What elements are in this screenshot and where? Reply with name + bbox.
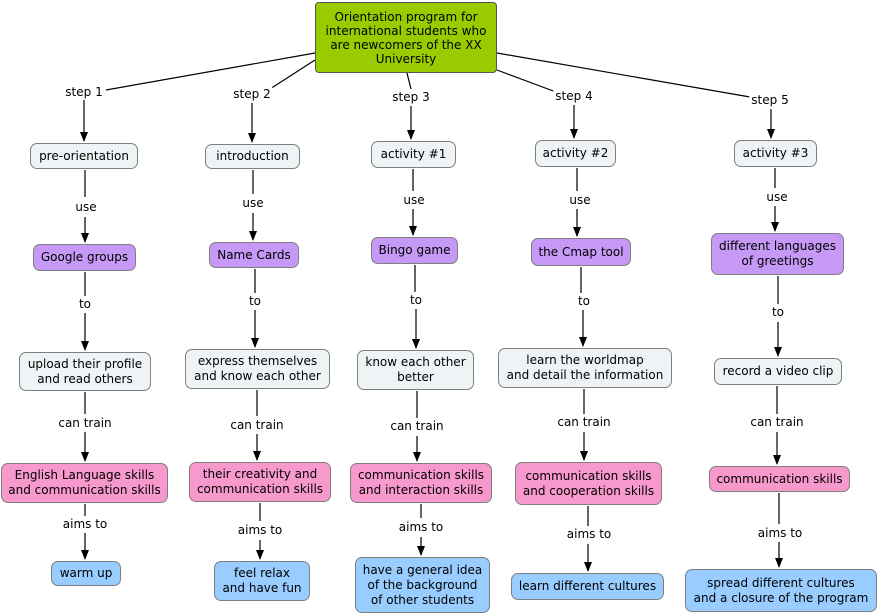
skill-node-step-2[interactable]: their creativity and communication skill… <box>189 462 331 502</box>
activity-text: introduction <box>216 149 289 163</box>
goal-node-step-2[interactable]: express themselves and know each other <box>185 349 330 389</box>
tool-text: Name Cards <box>217 247 291 262</box>
aims-to-link-label-1: aims to <box>60 517 110 531</box>
aims-to-link-label-3: aims to <box>396 520 446 534</box>
use-link-label-5: use <box>764 190 790 204</box>
can-train-link-label-3: can train <box>388 419 446 433</box>
root-topic-node[interactable]: Orientation program for international st… <box>315 2 497 73</box>
tool-text: different languages of greetings <box>719 239 836 268</box>
activity-node-step-4[interactable]: activity #2 <box>535 140 616 167</box>
skill-text: English Language skills and communicatio… <box>8 468 161 497</box>
skill-text: their creativity and communication skill… <box>196 467 324 496</box>
skill-node-step-5[interactable]: communication skills <box>709 466 850 492</box>
aim-node-step-5[interactable]: spread different cultures and a closure … <box>685 569 877 612</box>
can-train-link-label-4: can train <box>555 415 613 429</box>
to-link-label-3: to <box>407 293 425 307</box>
can-train-link-label-2: can train <box>228 418 286 432</box>
skill-text: communication skills and cooperation ski… <box>522 468 655 498</box>
aims-to-link-label-4: aims to <box>564 527 614 541</box>
tool-node-step-3[interactable]: Bingo game <box>371 237 458 264</box>
activity-text: activity #2 <box>542 146 609 160</box>
step-3-link-label: step 3 <box>390 90 432 104</box>
step-5-link-label: step 5 <box>749 93 791 107</box>
use-link-label-4: use <box>567 193 593 207</box>
aim-text: learn different cultures <box>518 579 657 593</box>
aims-to-link-label-2: aims to <box>235 523 285 537</box>
root-link-line-4 <box>496 69 557 93</box>
skill-node-step-4[interactable]: communication skills and cooperation ski… <box>515 462 662 505</box>
tool-node-step-2[interactable]: Name Cards <box>209 242 299 268</box>
root-link-line-1 <box>105 52 316 91</box>
goal-node-step-4[interactable]: learn the worldmap and detail the inform… <box>498 348 672 388</box>
step-1-link-label: step 1 <box>63 85 105 99</box>
goal-text: express themselves and know each other <box>194 354 321 383</box>
tool-node-step-1[interactable]: Google groups <box>33 244 136 271</box>
can-train-link-label-1: can train <box>56 416 114 430</box>
aim-node-step-4[interactable]: learn different cultures <box>511 573 664 600</box>
skill-node-step-3[interactable]: communication skills and interaction ski… <box>350 463 492 503</box>
aim-text: feel relax and have fun <box>222 566 302 595</box>
tool-text: Bingo game <box>378 243 451 257</box>
activity-text: pre-orientation <box>39 148 129 163</box>
root-link-line-2 <box>269 59 316 90</box>
use-link-label-2: use <box>240 196 266 210</box>
to-link-label-1: to <box>76 297 94 311</box>
to-link-label-4: to <box>575 294 593 308</box>
to-link-label-2: to <box>246 294 264 308</box>
goal-text: upload their profile and read others <box>27 356 143 386</box>
aim-text: warm up <box>59 566 113 580</box>
step-2-link-label: step 2 <box>231 87 273 101</box>
aim-text: spread different cultures and a closure … <box>693 575 869 605</box>
activity-node-step-3[interactable]: activity #1 <box>371 141 456 168</box>
root-link-line-3 <box>406 72 412 90</box>
activity-node-step-1[interactable]: pre-orientation <box>30 143 138 169</box>
goal-node-step-5[interactable]: record a video clip <box>714 358 842 385</box>
goal-node-step-1[interactable]: upload their profile and read others <box>19 352 151 391</box>
skill-text: communication skills <box>716 471 843 486</box>
root-topic-text: Orientation program for international st… <box>325 9 487 66</box>
aim-node-step-3[interactable]: have a general idea of the background of… <box>355 557 490 613</box>
tool-node-step-5[interactable]: different languages of greetings <box>711 233 844 275</box>
aim-node-step-2[interactable]: feel relax and have fun <box>214 561 310 601</box>
aim-text: have a general idea of the background of… <box>362 562 483 607</box>
to-link-label-5: to <box>769 305 787 319</box>
goal-text: know each other better <box>365 355 466 384</box>
activity-text: activity #1 <box>380 147 447 161</box>
use-link-label-1: use <box>73 200 99 214</box>
tool-text: Google groups <box>40 250 129 264</box>
skill-text: communication skills and interaction ski… <box>357 468 485 497</box>
aim-node-step-1[interactable]: warm up <box>51 561 121 586</box>
step-4-link-label: step 4 <box>553 89 595 103</box>
tool-node-step-4[interactable]: the Cmap tool <box>531 238 631 266</box>
root-link-line-5 <box>496 52 751 98</box>
activity-text: activity #3 <box>742 146 809 160</box>
use-link-label-3: use <box>401 193 427 207</box>
goal-text: record a video clip <box>722 364 834 378</box>
goal-text: learn the worldmap and detail the inform… <box>506 353 664 382</box>
goal-node-step-3[interactable]: know each other better <box>357 350 474 390</box>
aims-to-link-label-5: aims to <box>755 526 805 540</box>
tool-text: the Cmap tool <box>538 244 624 259</box>
activity-node-step-5[interactable]: activity #3 <box>734 140 817 167</box>
skill-node-step-1[interactable]: English Language skills and communicatio… <box>1 463 168 503</box>
activity-node-step-2[interactable]: introduction <box>205 144 300 169</box>
can-train-link-label-5: can train <box>748 415 806 429</box>
